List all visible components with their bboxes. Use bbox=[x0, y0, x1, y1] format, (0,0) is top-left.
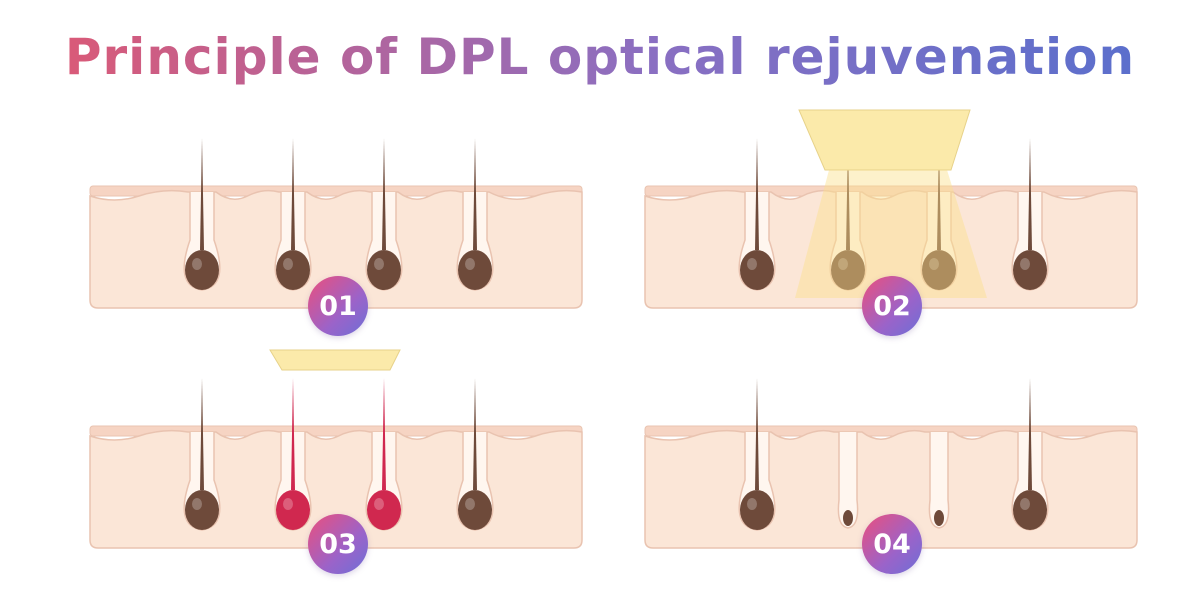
step-1-panel bbox=[89, 110, 590, 310]
bulb-highlight bbox=[1020, 498, 1030, 510]
hair-bulb bbox=[1013, 490, 1047, 530]
hair-bulb bbox=[185, 490, 219, 530]
skin-cross-section-4 bbox=[644, 378, 1138, 549]
bulb-highlight bbox=[283, 258, 293, 270]
light-applicator bbox=[798, 109, 971, 171]
light-applicator bbox=[269, 349, 401, 371]
step-2-panel bbox=[644, 109, 1145, 310]
hair-shaft bbox=[382, 138, 386, 250]
step-3-panel bbox=[89, 349, 590, 550]
bulb-highlight bbox=[465, 258, 475, 270]
bulb-highlight bbox=[747, 498, 757, 510]
hair-bulb bbox=[367, 490, 401, 530]
hair-shaft bbox=[473, 378, 477, 490]
skin-cross-section-2 bbox=[644, 109, 1138, 309]
hair-shaft bbox=[291, 138, 295, 250]
bulb-highlight bbox=[374, 258, 384, 270]
hair-bulb bbox=[458, 490, 492, 530]
bulb-highlight bbox=[192, 498, 202, 510]
bulb-highlight bbox=[747, 258, 757, 270]
bulb-highlight bbox=[465, 498, 475, 510]
hair-bulb bbox=[1013, 250, 1047, 290]
step-badge-4: 04 bbox=[862, 514, 922, 574]
bulb-highlight bbox=[192, 258, 202, 270]
follicle-sheath bbox=[928, 432, 950, 529]
hair-bulb-small bbox=[934, 510, 944, 526]
hair-shaft bbox=[937, 138, 941, 250]
hair-bulb bbox=[276, 490, 310, 530]
hair-shaft bbox=[291, 378, 295, 490]
follicle-sheath bbox=[837, 432, 859, 529]
hair-shaft bbox=[200, 378, 204, 490]
bulb-highlight bbox=[1020, 258, 1030, 270]
hair-bulb bbox=[740, 490, 774, 530]
hair-bulb bbox=[831, 250, 865, 290]
bulb-highlight bbox=[929, 258, 939, 270]
hair-shaft bbox=[846, 138, 850, 250]
hair-bulb bbox=[367, 250, 401, 290]
hair-shaft bbox=[382, 378, 386, 490]
hair-bulb bbox=[276, 250, 310, 290]
hair-shaft bbox=[473, 138, 477, 250]
hair-bulb-small bbox=[843, 510, 853, 526]
bulb-highlight bbox=[374, 498, 384, 510]
step-badge-2: 02 bbox=[862, 276, 922, 336]
bulb-highlight bbox=[283, 498, 293, 510]
light-beam bbox=[795, 170, 987, 298]
hair-bulb bbox=[740, 250, 774, 290]
skin-cross-section-3 bbox=[89, 349, 583, 549]
hair-shaft bbox=[755, 378, 759, 490]
bulb-highlight bbox=[838, 258, 848, 270]
skin-cross-section-1 bbox=[89, 138, 583, 309]
page-title: Principle of DPL optical rejuvenation bbox=[64, 28, 1136, 86]
step-4-panel bbox=[644, 350, 1145, 550]
hair-bulb bbox=[185, 250, 219, 290]
step-badge-3: 03 bbox=[308, 514, 368, 574]
hair-bulb bbox=[922, 250, 956, 290]
step-badge-1: 01 bbox=[308, 276, 368, 336]
hair-shaft bbox=[1028, 138, 1032, 250]
hair-bulb bbox=[458, 250, 492, 290]
hair-shaft bbox=[755, 138, 759, 250]
hair-shaft bbox=[1028, 378, 1032, 490]
hair-shaft bbox=[200, 138, 204, 250]
